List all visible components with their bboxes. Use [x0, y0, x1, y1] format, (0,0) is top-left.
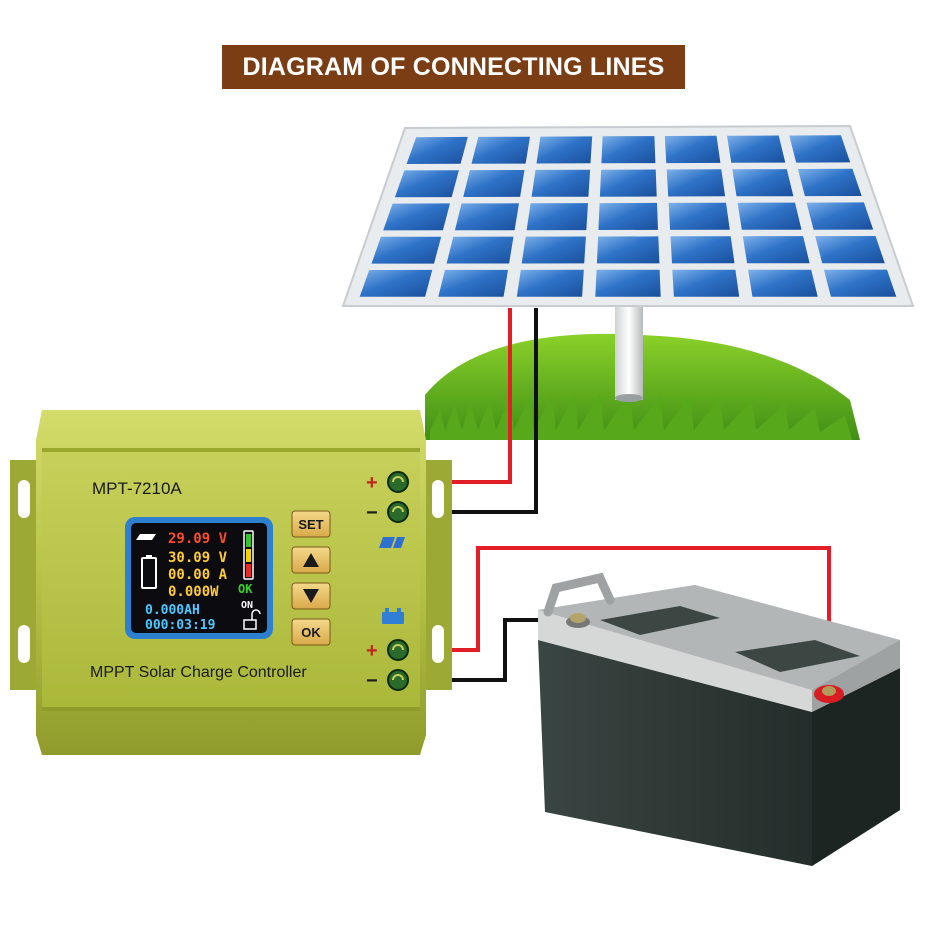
- model-label: MPT-7210A: [92, 479, 182, 498]
- solar-cell: [672, 269, 740, 297]
- solar-cell: [806, 202, 874, 230]
- solar-cell: [595, 269, 661, 297]
- lcd-power: 0.000W: [168, 584, 219, 600]
- terminal-panel-negative: [387, 501, 409, 523]
- battery-icon: [382, 608, 404, 624]
- lcd-solar-icon: [136, 534, 156, 540]
- set-button[interactable]: SET: [298, 517, 323, 532]
- lcd-elapsed-time: 000:03:19: [145, 618, 215, 633]
- solar-cell: [406, 136, 468, 164]
- arrow-down-icon: [303, 589, 319, 603]
- set-button-bg[interactable]: [291, 510, 331, 538]
- battery: [538, 572, 900, 866]
- solar-cell: [815, 236, 885, 264]
- lcd-status-on: ON: [241, 600, 253, 611]
- battery-plus-sign: +: [366, 640, 378, 662]
- solar-cell: [737, 202, 802, 230]
- solar-panel: [341, 124, 915, 307]
- lcd-pv-voltage: 29.09 V: [168, 531, 228, 547]
- solar-cell: [521, 236, 586, 264]
- solar-cell: [438, 269, 508, 297]
- solar-cell: [463, 170, 525, 197]
- solar-cell: [742, 236, 810, 264]
- panel-minus-sign: −: [366, 502, 378, 524]
- panel-pole: [615, 300, 643, 402]
- ok-button-bg[interactable]: [291, 618, 331, 646]
- solar-cell: [598, 202, 658, 230]
- solar-cell: [599, 169, 657, 197]
- solar-cell: [526, 203, 588, 231]
- lcd-battery-level-icon: [243, 530, 254, 580]
- solar-cell: [516, 269, 584, 297]
- solar-cell: [359, 269, 433, 297]
- solar-cell: [797, 168, 862, 197]
- terminal-panel-positive: [387, 471, 409, 493]
- solar-cell: [823, 269, 897, 297]
- solar-cell: [670, 236, 735, 264]
- solar-panel-icon: [379, 537, 405, 548]
- solar-cell: [536, 136, 593, 164]
- solar-cells: [359, 135, 897, 297]
- solar-cell: [748, 269, 818, 297]
- solar-cell: [668, 202, 730, 230]
- lcd-current: 00.00 A: [168, 567, 228, 583]
- solar-cell: [454, 203, 519, 231]
- lcd-amp-hours: 0.000AH: [145, 603, 200, 618]
- solar-cell: [664, 135, 721, 164]
- solar-cell: [383, 203, 450, 231]
- solar-cell: [727, 135, 786, 163]
- terminal-battery-negative: [387, 669, 409, 691]
- solar-cell: [789, 135, 851, 163]
- panel-plus-sign: +: [366, 472, 378, 494]
- lcd-battery-icon: [141, 555, 157, 589]
- solar-cell: [596, 236, 660, 264]
- lock-open-icon: [243, 609, 261, 630]
- lcd-status-ok: OK: [238, 582, 253, 596]
- lcd-screen: [131, 523, 267, 633]
- arrow-up-icon: [303, 553, 319, 567]
- diagram-title: DIAGRAM OF CONNECTING LINES: [222, 45, 685, 89]
- solar-cell: [732, 169, 794, 197]
- battery-positive-wire: [403, 546, 831, 690]
- battery-minus-sign: −: [366, 670, 378, 692]
- solar-cell: [371, 236, 442, 264]
- ok-button[interactable]: OK: [301, 625, 321, 640]
- solar-cell: [531, 169, 591, 197]
- solar-cell: [471, 136, 530, 164]
- solar-cell: [601, 136, 656, 164]
- solar-cell: [446, 236, 514, 264]
- product-caption: MPPT Solar Charge Controller: [90, 664, 307, 681]
- lcd-battery-voltage: 30.09 V: [168, 550, 228, 566]
- solar-cell: [394, 170, 459, 198]
- charge-controller: MPT-7210A MPPT Solar Charge Controller 2…: [10, 410, 452, 755]
- terminal-battery-positive: [387, 639, 409, 661]
- solar-cell: [666, 169, 726, 197]
